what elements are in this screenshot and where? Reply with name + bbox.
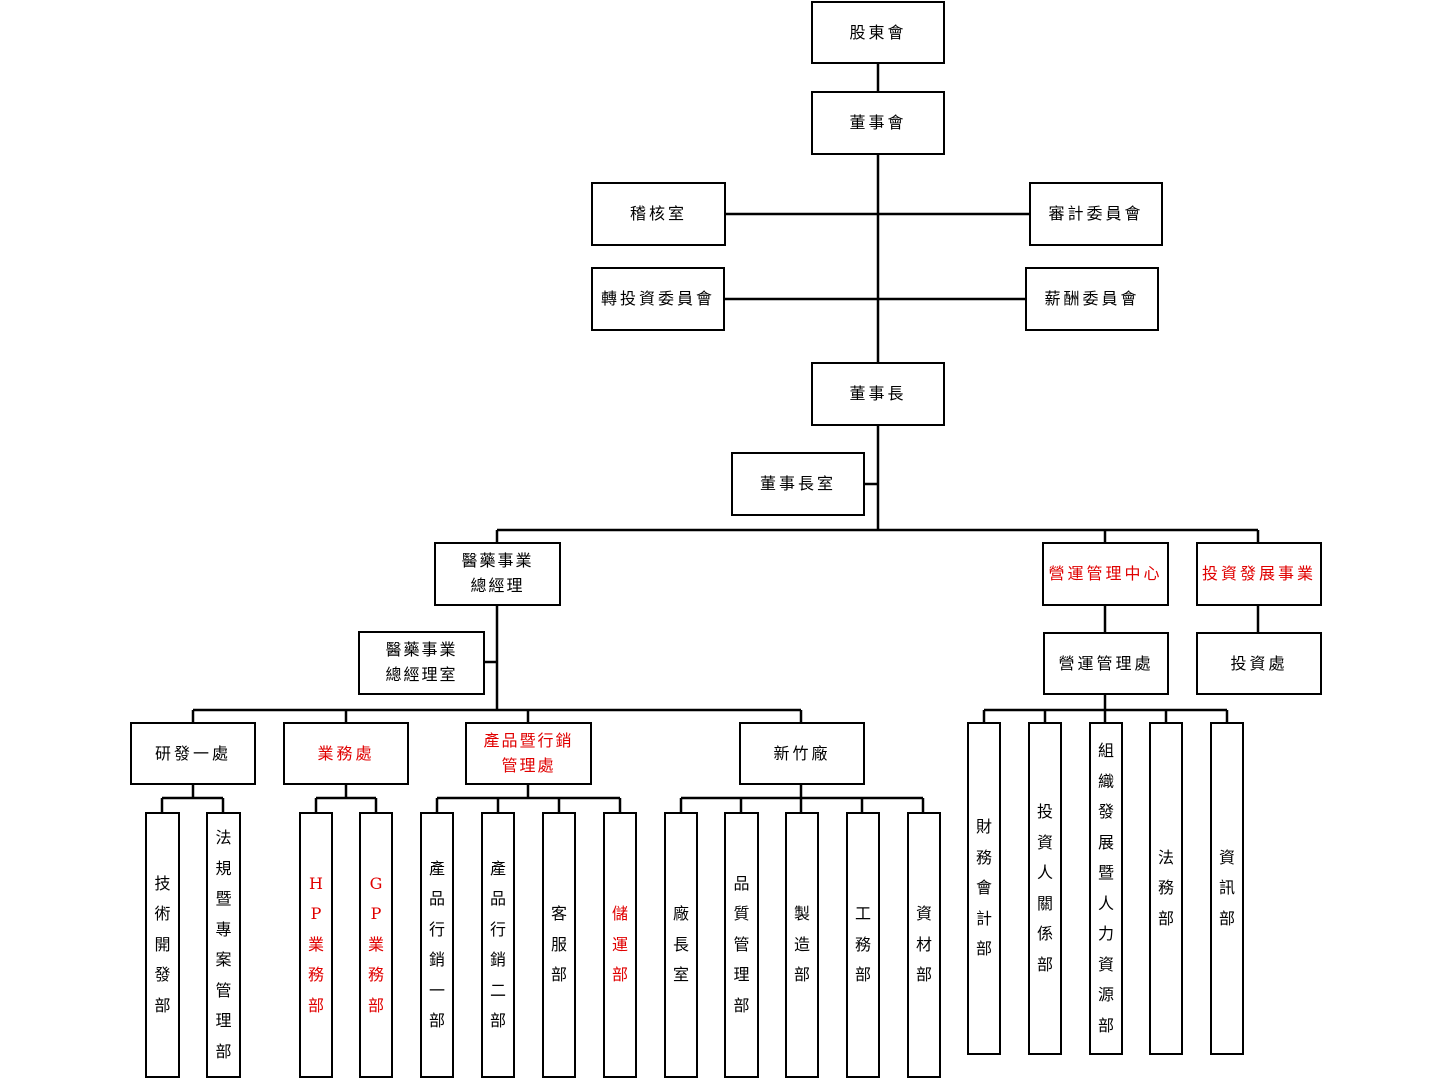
dept-quality-management: 品質管理部	[724, 812, 759, 1078]
marketing-division-label-line2: 管理處	[501, 755, 556, 775]
dept-manufacturing: 製造部	[785, 812, 819, 1078]
pharma-gm-office-label-line2: 總經理室	[385, 665, 458, 684]
audit-committee-label: 審計委員會	[1048, 204, 1144, 223]
dept-label: 工務部	[854, 904, 871, 985]
compensation-committee-label: 薪酬委員會	[1044, 289, 1140, 308]
dept-logistics: 儲運部	[603, 812, 637, 1078]
dept-legal: 法務部	[1149, 722, 1183, 1055]
dept-finance-accounting: 財務會計部	[967, 722, 1001, 1055]
dept-label: 廠長室	[672, 904, 689, 985]
dept-plant-manager-office: 廠長室	[664, 812, 698, 1078]
shareholders-box: 股東會	[811, 1, 945, 64]
audit-office-label: 稽核室	[629, 204, 687, 223]
dept-customer-service: 客服部	[542, 812, 576, 1078]
pharma-gm-box: 醫藥事業 總經理	[434, 542, 561, 606]
sales-division-label: 業務處	[317, 743, 375, 763]
dept-regulatory-project: 法規暨專案管理部	[206, 812, 241, 1078]
dept-label: 客服部	[550, 904, 567, 985]
dept-tech-dev: 技術開發部	[145, 812, 180, 1078]
dept-label: HP業務部	[307, 873, 324, 1015]
pharma-gm-office-box: 醫藥事業 總經理室	[358, 631, 485, 695]
dept-label: GP業務部	[367, 873, 384, 1015]
operations-division-box: 營運管理處	[1043, 632, 1169, 695]
dept-hp-sales: HP業務部	[299, 812, 333, 1078]
investment-committee-label: 轉投資委員會	[600, 289, 715, 308]
dept-label: 產品行銷一部	[428, 858, 445, 1031]
dept-label: 組織發展暨人力資源部	[1097, 741, 1114, 1035]
dept-label: 品質管理部	[733, 873, 750, 1015]
dept-materials: 資材部	[907, 812, 941, 1078]
operations-center-label: 營運管理中心	[1048, 564, 1163, 583]
dept-label: 法務部	[1157, 847, 1174, 928]
operations-center-box: 營運管理中心	[1042, 542, 1169, 606]
dept-label: 技術開發部	[154, 873, 171, 1015]
audit-committee-box: 審計委員會	[1029, 182, 1163, 246]
pharma-gm-office-label-line1: 醫藥事業	[385, 640, 458, 660]
investment-business-box: 投資發展事業	[1196, 542, 1322, 606]
rnd-division-box: 研發一處	[130, 722, 256, 785]
operations-division-label: 營運管理處	[1058, 653, 1154, 673]
board-box: 董事會	[811, 91, 945, 155]
sales-division-box: 業務處	[283, 722, 409, 785]
dept-org-dev-hr: 組織發展暨人力資源部	[1089, 722, 1123, 1055]
compensation-committee-box: 薪酬委員會	[1025, 267, 1159, 331]
dept-label: 資材部	[915, 904, 932, 985]
investment-division-label: 投資處	[1230, 653, 1288, 673]
audit-office-box: 稽核室	[591, 182, 726, 246]
dept-gp-sales: GP業務部	[359, 812, 393, 1078]
marketing-division-box: 產品暨行銷 管理處	[465, 722, 592, 785]
investment-business-label: 投資發展事業	[1201, 564, 1316, 583]
investment-division-box: 投資處	[1196, 632, 1322, 695]
chairman-label: 董事長	[849, 384, 907, 403]
dept-investor-relations: 投資人關係部	[1028, 722, 1062, 1055]
dept-engineering: 工務部	[846, 812, 880, 1078]
dept-label: 法規暨專案管理部	[215, 828, 232, 1061]
hsinchu-plant-box: 新竹廠	[739, 722, 865, 785]
dept-label: 製造部	[793, 904, 810, 985]
board-label: 董事會	[849, 113, 907, 132]
chairman-office-box: 董事長室	[731, 452, 865, 516]
rnd-division-label: 研發一處	[154, 743, 231, 763]
hsinchu-plant-label: 新竹廠	[773, 743, 831, 763]
shareholders-label: 股東會	[849, 22, 907, 42]
dept-information: 資訊部	[1210, 722, 1244, 1055]
investment-committee-box: 轉投資委員會	[591, 267, 725, 331]
dept-label: 投資人關係部	[1036, 802, 1053, 974]
dept-label: 財務會計部	[975, 817, 992, 959]
chairman-office-label: 董事長室	[759, 474, 836, 493]
pharma-gm-label-line1: 醫藥事業	[461, 551, 534, 571]
chairman-box: 董事長	[811, 362, 945, 426]
dept-label: 資訊部	[1218, 847, 1235, 928]
dept-label: 儲運部	[611, 904, 628, 985]
pharma-gm-label-line2: 總經理	[470, 576, 525, 595]
dept-product-marketing-2: 產品行銷二部	[481, 812, 515, 1078]
dept-label: 產品行銷二部	[489, 858, 506, 1031]
dept-product-marketing-1: 產品行銷一部	[420, 812, 454, 1078]
marketing-division-label-line1: 產品暨行銷	[483, 730, 574, 750]
